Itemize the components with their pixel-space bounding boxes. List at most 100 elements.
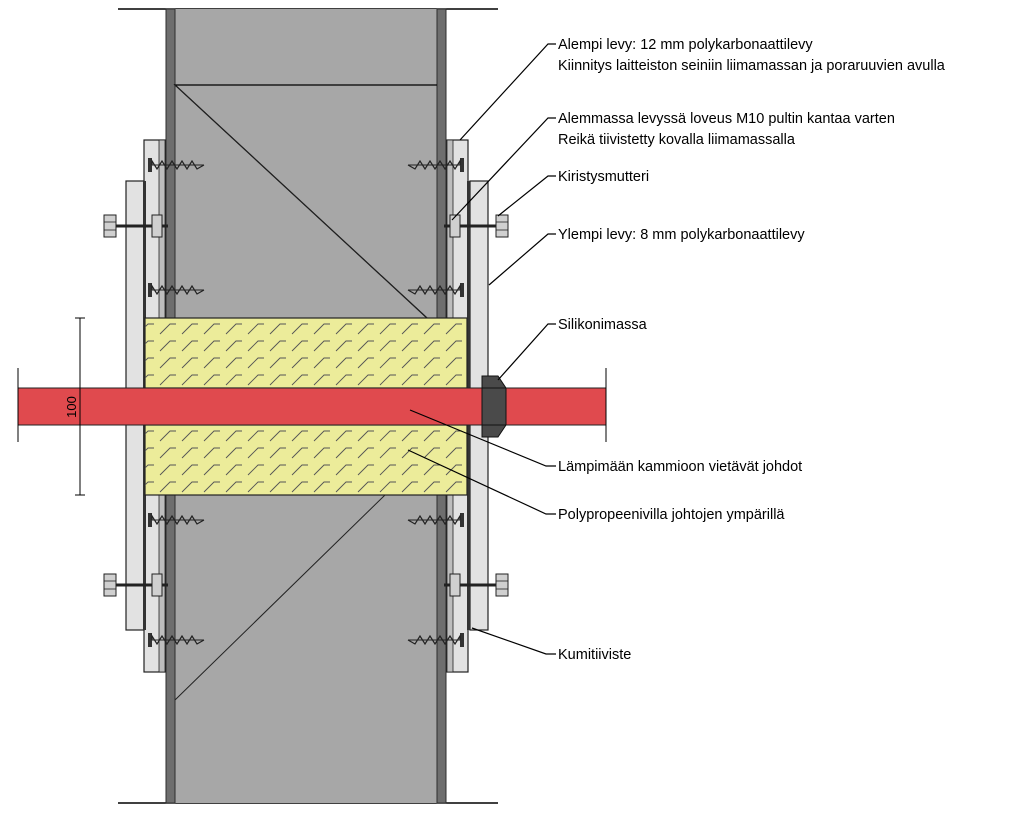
wool-hatch-mark [423, 447, 440, 459]
wool-hatch-mark [335, 340, 352, 352]
wool-hatch-mark [335, 374, 352, 386]
label-lower-plate-attachment: Kiinnitys laitteiston seiniin liimamassa… [558, 58, 946, 74]
drill-screw [148, 158, 205, 172]
wool-bottom [144, 424, 468, 496]
wool-hatch-mark [269, 374, 286, 386]
wool-hatch-mark [313, 340, 330, 352]
label-gasket: Kumitiiviste [558, 647, 631, 663]
wool-hatch-mark [291, 340, 308, 352]
wool-hatch-mark [313, 374, 330, 386]
wool-hatch-mark [145, 323, 154, 328]
wool-hatch-mark [313, 430, 330, 442]
wool-hatch-mark [247, 447, 264, 459]
wool-hatch-mark [401, 357, 418, 369]
label-lower-plate: Alempi levy: 12 mm polykarbonaattilevy [558, 37, 813, 53]
wool-hatch-mark [247, 357, 264, 369]
wool-hatch-mark [225, 430, 242, 442]
wool-hatch-mark [335, 430, 352, 442]
wool-hatch-mark [247, 430, 264, 442]
label-cables: Lämpimään kammioon vietävät johdot [558, 459, 802, 475]
wall-break-line-top-diagonal [174, 84, 428, 319]
wool-hatch-mark [225, 340, 242, 352]
polypropylene-wool [144, 317, 468, 496]
wool-hatch-mark [445, 464, 462, 476]
wool-hatch-mark [247, 374, 264, 386]
wool-hatch-mark [269, 447, 286, 459]
wool-hatch-mark [247, 340, 264, 352]
wool-hatch-mark [159, 357, 176, 369]
wool-hatch-mark [357, 323, 374, 335]
drill-screw [407, 633, 464, 647]
wool-hatch-mark [203, 430, 220, 442]
wool-hatch-mark [159, 340, 176, 352]
wool-hatch-mark [145, 374, 154, 379]
leader-wool [407, 449, 556, 515]
wool-hatch-mark [379, 357, 396, 369]
wool-hatch-mark [225, 481, 242, 493]
leader-cables [409, 409, 556, 467]
wool-hatch-mark [401, 430, 418, 442]
wool-hatch-mark [423, 430, 440, 442]
wool-hatch-mark [379, 340, 396, 352]
wool-hatch-mark [445, 357, 462, 369]
wool-hatch-mark [423, 481, 440, 493]
wool-hatch-mark [423, 374, 440, 386]
leader-lines [407, 43, 556, 655]
wool-hatch-mark [445, 340, 462, 352]
wool-hatch-mark [291, 374, 308, 386]
leader-gasket [471, 627, 556, 655]
wool-hatch-mark [247, 464, 264, 476]
wool-hatch-mark [269, 481, 286, 493]
wool-hatch-mark [145, 357, 154, 362]
wool-hatch-mark [159, 447, 176, 459]
wool-hatch-mark [379, 464, 396, 476]
label-silicone: Silikonimassa [558, 317, 648, 333]
wool-hatch-mark [357, 464, 374, 476]
wool-hatch-mark [291, 430, 308, 442]
wool-hatch-mark [159, 464, 176, 476]
wool-hatch-mark [225, 374, 242, 386]
wool-hatch-mark [145, 447, 154, 452]
wool-hatch-mark [313, 464, 330, 476]
wool-hatch-mark [269, 464, 286, 476]
wool-hatch-mark [335, 323, 352, 335]
wool-hatch-mark [313, 447, 330, 459]
wool-hatch-mark [291, 464, 308, 476]
leader-lower-plate [459, 43, 556, 141]
wool-hatch-mark [203, 481, 220, 493]
wool-hatch-mark [181, 357, 198, 369]
wool-hatch-mark [145, 481, 154, 486]
wool-hatch-mark [145, 430, 154, 435]
wool-hatch-mark [379, 447, 396, 459]
drill-screws [148, 158, 464, 647]
wool-hatch-mark [379, 430, 396, 442]
wool-hatch-mark [291, 447, 308, 459]
dimension-100: 100 [64, 317, 85, 496]
wool-hatch-mark [379, 374, 396, 386]
wool-hatch-mark [357, 430, 374, 442]
wool-hatch-mark [203, 374, 220, 386]
wool-hatch-mark [181, 374, 198, 386]
wool-hatch-mark [291, 323, 308, 335]
wool-hatch-mark [401, 374, 418, 386]
wall-break-line-bottom-diagonal [174, 494, 386, 701]
wool-hatch-mark [247, 323, 264, 335]
wool-hatch-mark [159, 323, 176, 335]
wool-hatch-mark [159, 481, 176, 493]
wool-hatch-mark [181, 323, 198, 335]
wool-hatch-mark [379, 481, 396, 493]
wool-hatch-mark [423, 323, 440, 335]
wool-hatch-mark [269, 323, 286, 335]
wool-hatch-mark [313, 481, 330, 493]
wool-hatch-mark [159, 374, 176, 386]
wool-hatch-mark [145, 340, 154, 345]
drill-screw [148, 633, 205, 647]
wool-hatch-mark [145, 464, 154, 469]
wool-hatch-mark [269, 357, 286, 369]
wool-hatch-mark [401, 481, 418, 493]
wool-hatch-mark [335, 447, 352, 459]
drill-screw [407, 513, 464, 527]
wool-hatch-mark [181, 340, 198, 352]
wool-hatch-mark [181, 430, 198, 442]
